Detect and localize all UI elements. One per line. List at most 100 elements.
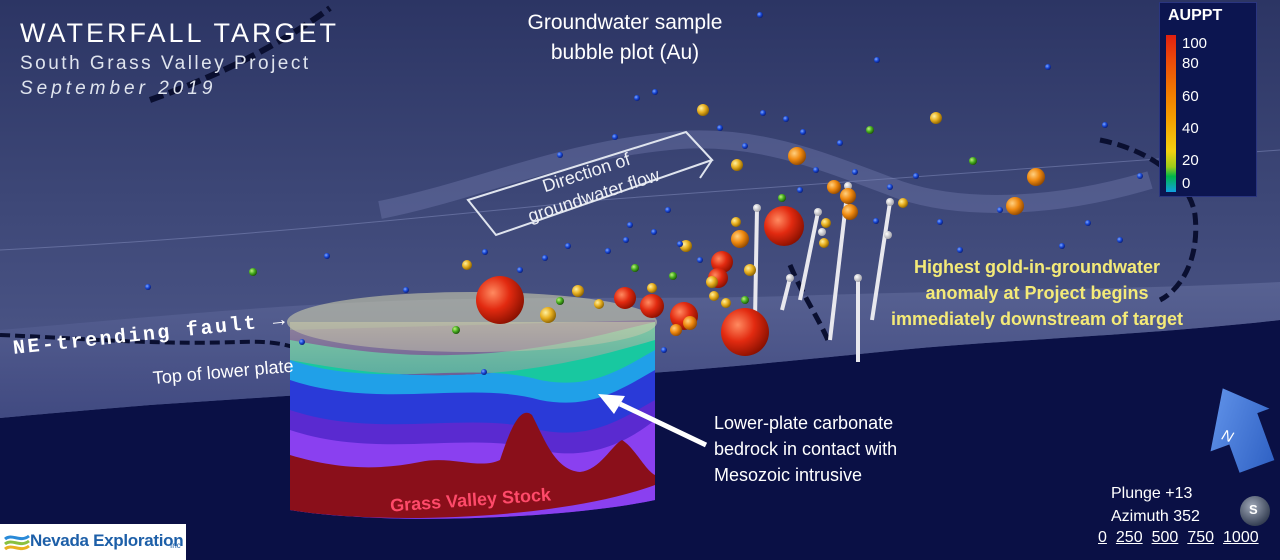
- sample-bubble: [997, 207, 1003, 213]
- sample-bubble: [873, 218, 879, 224]
- sample-bubble: [1059, 243, 1065, 249]
- sample-bubble: [324, 253, 330, 259]
- sample-bubble: [462, 260, 472, 270]
- sample-bubble: [760, 110, 766, 116]
- surface-line: [0, 149, 1280, 251]
- sample-bubble: [840, 188, 856, 204]
- sample-bubble: [842, 204, 858, 220]
- anomaly-label: Highest gold-in-groundwater anomaly at P…: [862, 254, 1212, 332]
- logo-name: Nevada Exploration: [30, 531, 184, 550]
- sample-bubble: [627, 222, 633, 228]
- title-project: South Grass Valley Project: [20, 53, 311, 74]
- sample-bubble: [852, 169, 858, 175]
- callout-arrow-line: [618, 401, 708, 448]
- legend-tick: 20: [1182, 152, 1199, 169]
- scale-tick: 250: [1115, 529, 1143, 546]
- sample-bubble: [651, 229, 657, 235]
- sample-bubble: [557, 152, 563, 158]
- sample-bubble: [299, 339, 305, 345]
- sample-bubble: [721, 298, 731, 308]
- sample-bubble: [665, 207, 671, 213]
- plot-title: Groundwater sample bubble plot (Au): [505, 8, 745, 68]
- legend-tick: 100: [1182, 35, 1208, 52]
- sample-bubble: [913, 173, 919, 179]
- sample-bubble: [866, 126, 874, 134]
- sample-bubble: [614, 287, 636, 309]
- sample-bubble: [1137, 173, 1143, 179]
- sample-bubble: [697, 104, 709, 116]
- fault-trace-right: [1099, 137, 1199, 303]
- sample-bubble: [717, 125, 723, 131]
- legend-tick: 60: [1182, 88, 1199, 105]
- sample-bubble: [482, 249, 488, 255]
- sample-bubble: [1117, 237, 1123, 243]
- title-date: September 2019: [20, 78, 217, 99]
- sample-bubble: [612, 134, 618, 140]
- title-main: WATERFALL TARGET: [20, 18, 340, 48]
- north-arrow: [1210, 388, 1275, 473]
- sample-bubble: [452, 326, 460, 334]
- sample-bubble: [647, 283, 657, 293]
- sample-bubble: [742, 143, 748, 149]
- sample-bubble: [540, 307, 556, 323]
- anomaly-line3: immediately downstream of target: [890, 309, 1184, 329]
- sample-bubble: [731, 230, 749, 248]
- sample-bubble: [819, 238, 829, 248]
- scale-tick: 500: [1151, 529, 1179, 546]
- sample-bubble: [937, 219, 943, 225]
- fault-trace-upper: [148, 5, 332, 103]
- plunge-readout: Plunge +13: [1111, 485, 1193, 502]
- legend-tick: 80: [1182, 55, 1199, 72]
- sample-bubbles: [145, 12, 1143, 375]
- sample-bubble: [969, 157, 977, 165]
- carbonate-line3: Mesozoic intrusive: [714, 465, 863, 485]
- legend-title: AUPPT: [1168, 7, 1223, 24]
- sample-bubble: [783, 116, 789, 122]
- geologic-cylinder: [287, 292, 657, 519]
- sample-bubble: [542, 255, 548, 261]
- sample-bubble: [797, 187, 803, 193]
- sample-bubble: [1102, 122, 1108, 128]
- sample-bubble: [670, 324, 682, 336]
- orientation-globe-icon[interactable]: S: [1240, 496, 1270, 526]
- color-legend: AUPPT 100 80 60 40 20 0: [1159, 2, 1257, 197]
- sample-bubble: [788, 147, 806, 165]
- sample-bubble: [481, 369, 487, 375]
- azimuth-readout: Azimuth 352: [1111, 508, 1200, 525]
- sample-bubble: [731, 159, 743, 171]
- sample-bubble: [669, 272, 677, 280]
- sample-bubble: [1085, 220, 1091, 226]
- sample-bubble: [1045, 64, 1051, 70]
- sample-bubble: [930, 112, 942, 124]
- sample-bubble: [680, 240, 692, 252]
- sample-bubble: [634, 95, 640, 101]
- sample-bubble: [556, 297, 564, 305]
- sample-bubble: [874, 57, 880, 63]
- plot-title-line1: Groundwater sample: [527, 11, 723, 34]
- scale-bar: 0 250 500 750 1000: [1098, 529, 1259, 547]
- sample-bubble: [757, 12, 763, 18]
- legend-color-bar: [1166, 35, 1176, 192]
- sample-bubble: [1027, 168, 1045, 186]
- legend-tick: 0: [1182, 175, 1191, 192]
- sample-bubble: [813, 167, 819, 173]
- flow-arrow-head: [685, 131, 714, 179]
- sample-bubble: [887, 184, 893, 190]
- scale-tick: 1000: [1223, 529, 1259, 546]
- sample-bubble: [800, 129, 806, 135]
- sample-bubble: [572, 285, 584, 297]
- logo-suffix: Inc: [170, 541, 181, 550]
- sample-bubble: [249, 268, 257, 276]
- sample-bubble: [623, 237, 629, 243]
- sample-bubble: [640, 294, 664, 318]
- sample-bubble: [661, 347, 667, 353]
- sample-bubble: [711, 251, 733, 273]
- sample-bubble: [605, 248, 611, 254]
- sample-bubble: [631, 264, 639, 272]
- sample-bubble: [741, 296, 749, 304]
- callout-arrow-head: [598, 394, 625, 414]
- globe-label: S: [1249, 502, 1258, 517]
- drill-collars: [753, 182, 894, 282]
- sample-bubble: [898, 198, 908, 208]
